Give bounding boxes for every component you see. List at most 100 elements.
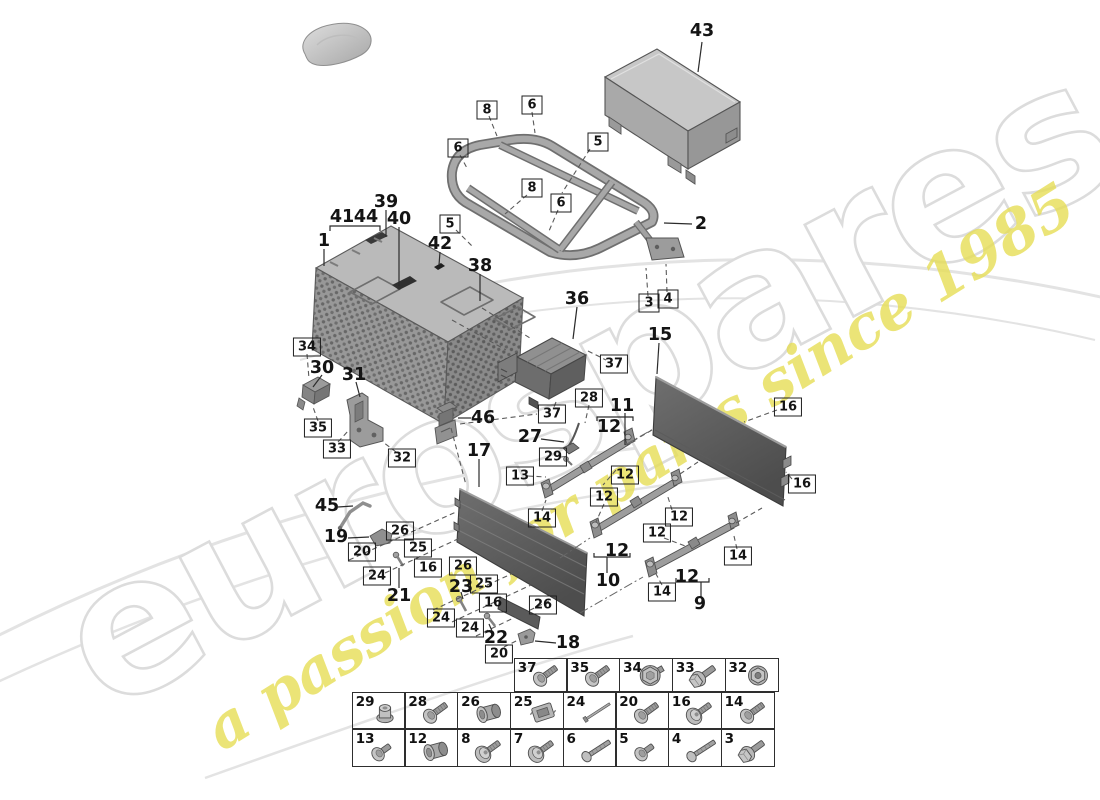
callout-17[interactable]: 17 [466, 441, 492, 461]
callout-43[interactable]: 43 [689, 21, 715, 41]
part-43-cover-box[interactable] [603, 48, 742, 185]
fastener-cell-34[interactable]: 34 [619, 657, 674, 692]
callout-boxed-26[interactable]: 26 [528, 595, 558, 615]
rail-9[interactable] [644, 511, 740, 578]
callout-boxed-35[interactable]: 35 [303, 418, 333, 438]
fastener-cell-33[interactable]: 33 [671, 657, 726, 692]
callout-boxed-12[interactable]: 12 [664, 507, 694, 527]
small-fastener-parts[interactable] [392, 456, 573, 627]
callout-38[interactable]: 38 [467, 256, 493, 276]
fastener-cell-24[interactable]: 24 [562, 691, 617, 729]
callout-boxed-29[interactable]: 29 [538, 447, 568, 467]
callout-9[interactable]: 9 [693, 594, 707, 614]
callout-12[interactable]: 12 [674, 567, 700, 587]
part-36-control-module[interactable] [497, 337, 588, 410]
callout-boxed-25[interactable]: 25 [469, 574, 499, 594]
callout-2[interactable]: 2 [694, 214, 708, 234]
callout-boxed-14[interactable]: 14 [723, 546, 753, 566]
fastener-cell-5[interactable]: 5 [615, 728, 670, 767]
callout-boxed-6[interactable]: 6 [521, 95, 543, 115]
callout-boxed-37[interactable]: 37 [537, 404, 567, 424]
fastener-cell-12[interactable]: 12 [404, 728, 459, 767]
callout-boxed-12[interactable]: 12 [589, 487, 619, 507]
callout-30[interactable]: 30 [309, 358, 335, 378]
callout-46[interactable]: 46 [470, 408, 496, 428]
fastener-cell-25[interactable]: 25 [509, 691, 564, 729]
callout-19[interactable]: 19 [323, 527, 349, 547]
callout-11[interactable]: 11 [609, 396, 635, 416]
callout-boxed-28[interactable]: 28 [574, 388, 604, 408]
fastener-cell-26[interactable]: 26 [457, 691, 512, 729]
callout-boxed-12[interactable]: 12 [642, 523, 672, 543]
fastener-cell-7[interactable]: 7 [509, 728, 564, 767]
callout-31[interactable]: 31 [341, 365, 367, 385]
callout-22[interactable]: 22 [483, 628, 509, 648]
callout-12[interactable]: 12 [596, 417, 622, 437]
fastener-cell-20[interactable]: 20 [615, 691, 670, 729]
callout-23[interactable]: 23 [448, 577, 474, 597]
callout-boxed-8[interactable]: 8 [476, 100, 498, 120]
callout-15[interactable]: 15 [647, 325, 673, 345]
callout-21[interactable]: 21 [386, 586, 412, 606]
callout-boxed-24[interactable]: 24 [455, 618, 485, 638]
callout-boxed-26[interactable]: 26 [448, 556, 478, 576]
callout-36[interactable]: 36 [564, 289, 590, 309]
callout-18[interactable]: 18 [555, 633, 581, 653]
callout-boxed-3[interactable]: 3 [638, 293, 660, 313]
callout-39[interactable]: 39 [373, 192, 399, 212]
fastener-cell-16[interactable]: 16 [667, 691, 722, 729]
fastener-cell-3[interactable]: 3 [720, 728, 775, 767]
callout-boxed-16[interactable]: 16 [773, 397, 803, 417]
callout-boxed-8[interactable]: 8 [521, 178, 543, 198]
callout-40[interactable]: 40 [386, 209, 412, 229]
callout-boxed-37[interactable]: 37 [599, 354, 629, 374]
part-46-clamp[interactable] [434, 401, 458, 445]
part-18-bracket[interactable] [517, 628, 536, 646]
callout-boxed-34[interactable]: 34 [292, 337, 322, 357]
callout-boxed-14[interactable]: 14 [647, 582, 677, 602]
callout-boxed-12[interactable]: 12 [610, 465, 640, 485]
part-17-front-panel[interactable] [453, 488, 588, 630]
callout-boxed-4[interactable]: 4 [657, 289, 679, 309]
part-30-bracket[interactable] [296, 376, 331, 411]
fastener-cell-29[interactable]: 29 [351, 691, 406, 729]
callout-boxed-32[interactable]: 32 [387, 448, 417, 468]
callout-boxed-24[interactable]: 24 [426, 608, 456, 628]
callout-boxed-16[interactable]: 16 [787, 474, 817, 494]
fastener-cell-6[interactable]: 6 [562, 728, 617, 767]
callout-boxed-20[interactable]: 20 [484, 644, 514, 664]
rail-10[interactable] [589, 468, 683, 539]
fastener-cell-4[interactable]: 4 [667, 728, 722, 767]
callout-boxed-16[interactable]: 16 [413, 558, 443, 578]
callout-boxed-33[interactable]: 33 [322, 439, 352, 459]
callout-41[interactable]: 41 [329, 207, 355, 227]
callout-boxed-26[interactable]: 26 [385, 521, 415, 541]
part-1-battery-unit[interactable] [311, 225, 536, 426]
callout-12[interactable]: 12 [604, 541, 630, 561]
callout-boxed-13[interactable]: 13 [505, 466, 535, 486]
callout-44[interactable]: 44 [353, 207, 379, 227]
callout-boxed-6[interactable]: 6 [550, 193, 572, 213]
part-31-bracket[interactable] [346, 392, 384, 448]
part-2-support-frame[interactable] [446, 133, 685, 261]
callout-boxed-5[interactable]: 5 [439, 214, 461, 234]
fastener-cell-28[interactable]: 28 [404, 691, 459, 729]
fastener-cell-37[interactable]: 37 [513, 657, 568, 692]
callout-27[interactable]: 27 [517, 427, 543, 447]
fastener-cell-32[interactable]: 32 [724, 657, 779, 692]
fastener-cell-13[interactable]: 13 [351, 728, 406, 767]
callout-boxed-5[interactable]: 5 [587, 132, 609, 152]
callout-boxed-24[interactable]: 24 [362, 566, 392, 586]
callout-1[interactable]: 1 [317, 231, 331, 251]
callout-45[interactable]: 45 [314, 496, 340, 516]
callout-boxed-16[interactable]: 16 [478, 593, 508, 613]
fastener-cell-14[interactable]: 14 [720, 691, 775, 729]
fastener-cell-8[interactable]: 8 [457, 728, 512, 767]
callout-42[interactable]: 42 [427, 234, 453, 254]
part-45-rod[interactable] [337, 501, 372, 531]
callout-boxed-14[interactable]: 14 [527, 508, 557, 528]
callout-boxed-6[interactable]: 6 [447, 138, 469, 158]
callout-10[interactable]: 10 [595, 571, 621, 591]
callout-boxed-20[interactable]: 20 [347, 542, 377, 562]
callout-boxed-25[interactable]: 25 [403, 538, 433, 558]
